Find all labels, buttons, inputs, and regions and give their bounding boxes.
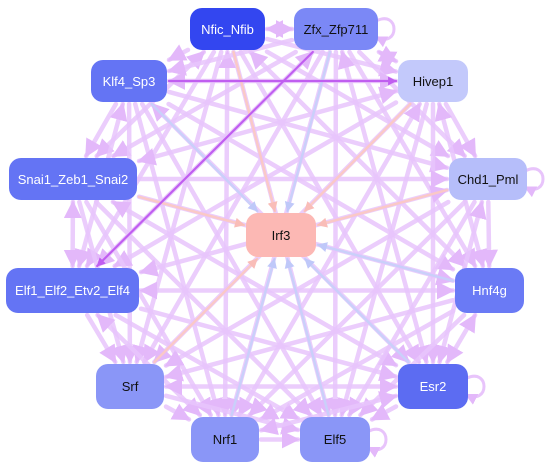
edge-hnf4g-esr2	[445, 312, 478, 365]
node-snai1-zeb1-snai2[interactable]: Snai1_Zeb1_Snai2	[9, 158, 137, 200]
self-loop-esr2	[464, 374, 486, 405]
edge-klf4-irf3	[150, 102, 259, 213]
node-hivep1[interactable]: Hivep1	[398, 60, 468, 102]
node-irf3[interactable]: Irf3	[246, 213, 316, 257]
node-hnf4g[interactable]: Hnf4g	[455, 268, 524, 313]
node-zfx-zfp711[interactable]: Zfx_Zfp711	[294, 8, 378, 50]
node-esr2[interactable]: Esr2	[398, 364, 468, 409]
self-loop-elf5	[366, 427, 388, 458]
edge-chd1-hnf4g	[479, 199, 498, 269]
self-loop-zfx	[374, 17, 396, 48]
edge-zfx-irf3	[284, 50, 332, 213]
edge-srf-nrf1	[163, 403, 192, 422]
edge-snai1-irf3	[137, 195, 246, 228]
node-klf4-sp3[interactable]: Klf4_Sp3	[91, 60, 167, 102]
edge-nfic-irf3	[232, 50, 278, 213]
edge-nfic-klf4	[166, 44, 191, 63]
node-chd1-pml[interactable]: Chd1_Pml	[449, 158, 527, 200]
edge-zfx-elf1	[96, 50, 314, 268]
edge-hnf4g-irf3	[316, 242, 455, 283]
edge-esr2-elf5	[369, 403, 399, 422]
edge-hivep1-irf3	[303, 102, 412, 213]
node-elf5[interactable]: Elf5	[300, 417, 370, 462]
edge-esr2-irf3	[303, 257, 410, 364]
self-loop-chd1	[523, 167, 545, 198]
node-srf[interactable]: Srf	[96, 364, 164, 409]
node-nfic-nfib[interactable]: Nfic_Nfib	[190, 8, 265, 50]
edge-chd1-irf3	[316, 188, 449, 228]
edge-elf5-irf3	[284, 257, 330, 417]
edge-nrf1-irf3	[230, 257, 277, 417]
edge-zfx-hivep1	[376, 45, 399, 68]
edge-srf-irf3	[153, 257, 259, 364]
node-nrf1[interactable]: Nrf1	[191, 417, 259, 462]
node-elf1-elf2-etv2-elf4[interactable]: Elf1_Elf2_Etv2_Elf4	[6, 268, 139, 313]
